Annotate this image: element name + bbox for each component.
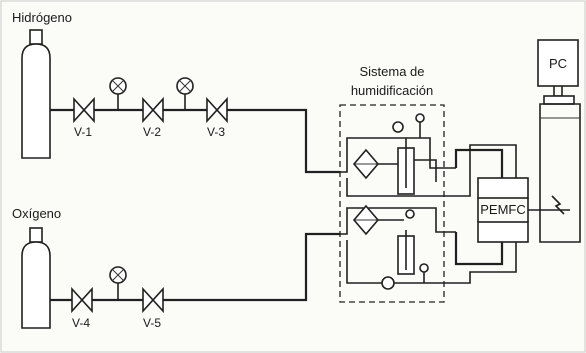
pressure-gauge-icon	[176, 77, 194, 110]
valve-v1-icon	[73, 96, 95, 124]
valve-v4-icon	[71, 286, 93, 314]
pemfc-anode-outlet	[430, 144, 517, 197]
valve-v3-icon	[206, 96, 228, 124]
resistor-icon	[551, 195, 565, 215]
pressure-gauge-icon	[109, 266, 127, 300]
hydrogen-line	[50, 108, 340, 174]
pemfc-cathode-outlet	[424, 242, 517, 284]
humidification-title-line2: humidificación	[351, 83, 433, 98]
valve-v2-label: V-2	[143, 125, 161, 139]
valve-v3-label: V-3	[207, 125, 225, 139]
valve-v2-icon	[142, 96, 164, 124]
humidifier-upper	[340, 113, 456, 197]
oxygen-label: Oxígeno	[12, 206, 61, 221]
humidification-title-line1: Sistema de	[359, 64, 424, 79]
pressure-gauge-icon	[109, 77, 127, 110]
humidification-boundary	[339, 104, 445, 303]
humidifier-lower	[340, 204, 456, 290]
oxygen-cylinder	[21, 227, 51, 329]
oxygen-line	[50, 232, 340, 302]
pemfc-anode-inlet	[454, 148, 504, 178]
pc-icon	[537, 39, 581, 243]
hydrogen-cylinder	[21, 29, 51, 159]
pemfc-cathode-inlet	[454, 232, 504, 266]
pc-label: PC	[549, 56, 567, 71]
hydrogen-label: Hidrógeno	[12, 10, 72, 25]
pemfc-label: PEMFC	[480, 202, 526, 217]
valve-v5-label: V-5	[143, 316, 161, 330]
valve-v4-label: V-4	[72, 316, 90, 330]
pemfc-stack	[477, 177, 529, 243]
valve-v1-label: V-1	[74, 125, 92, 139]
valve-v5-icon	[142, 286, 164, 314]
